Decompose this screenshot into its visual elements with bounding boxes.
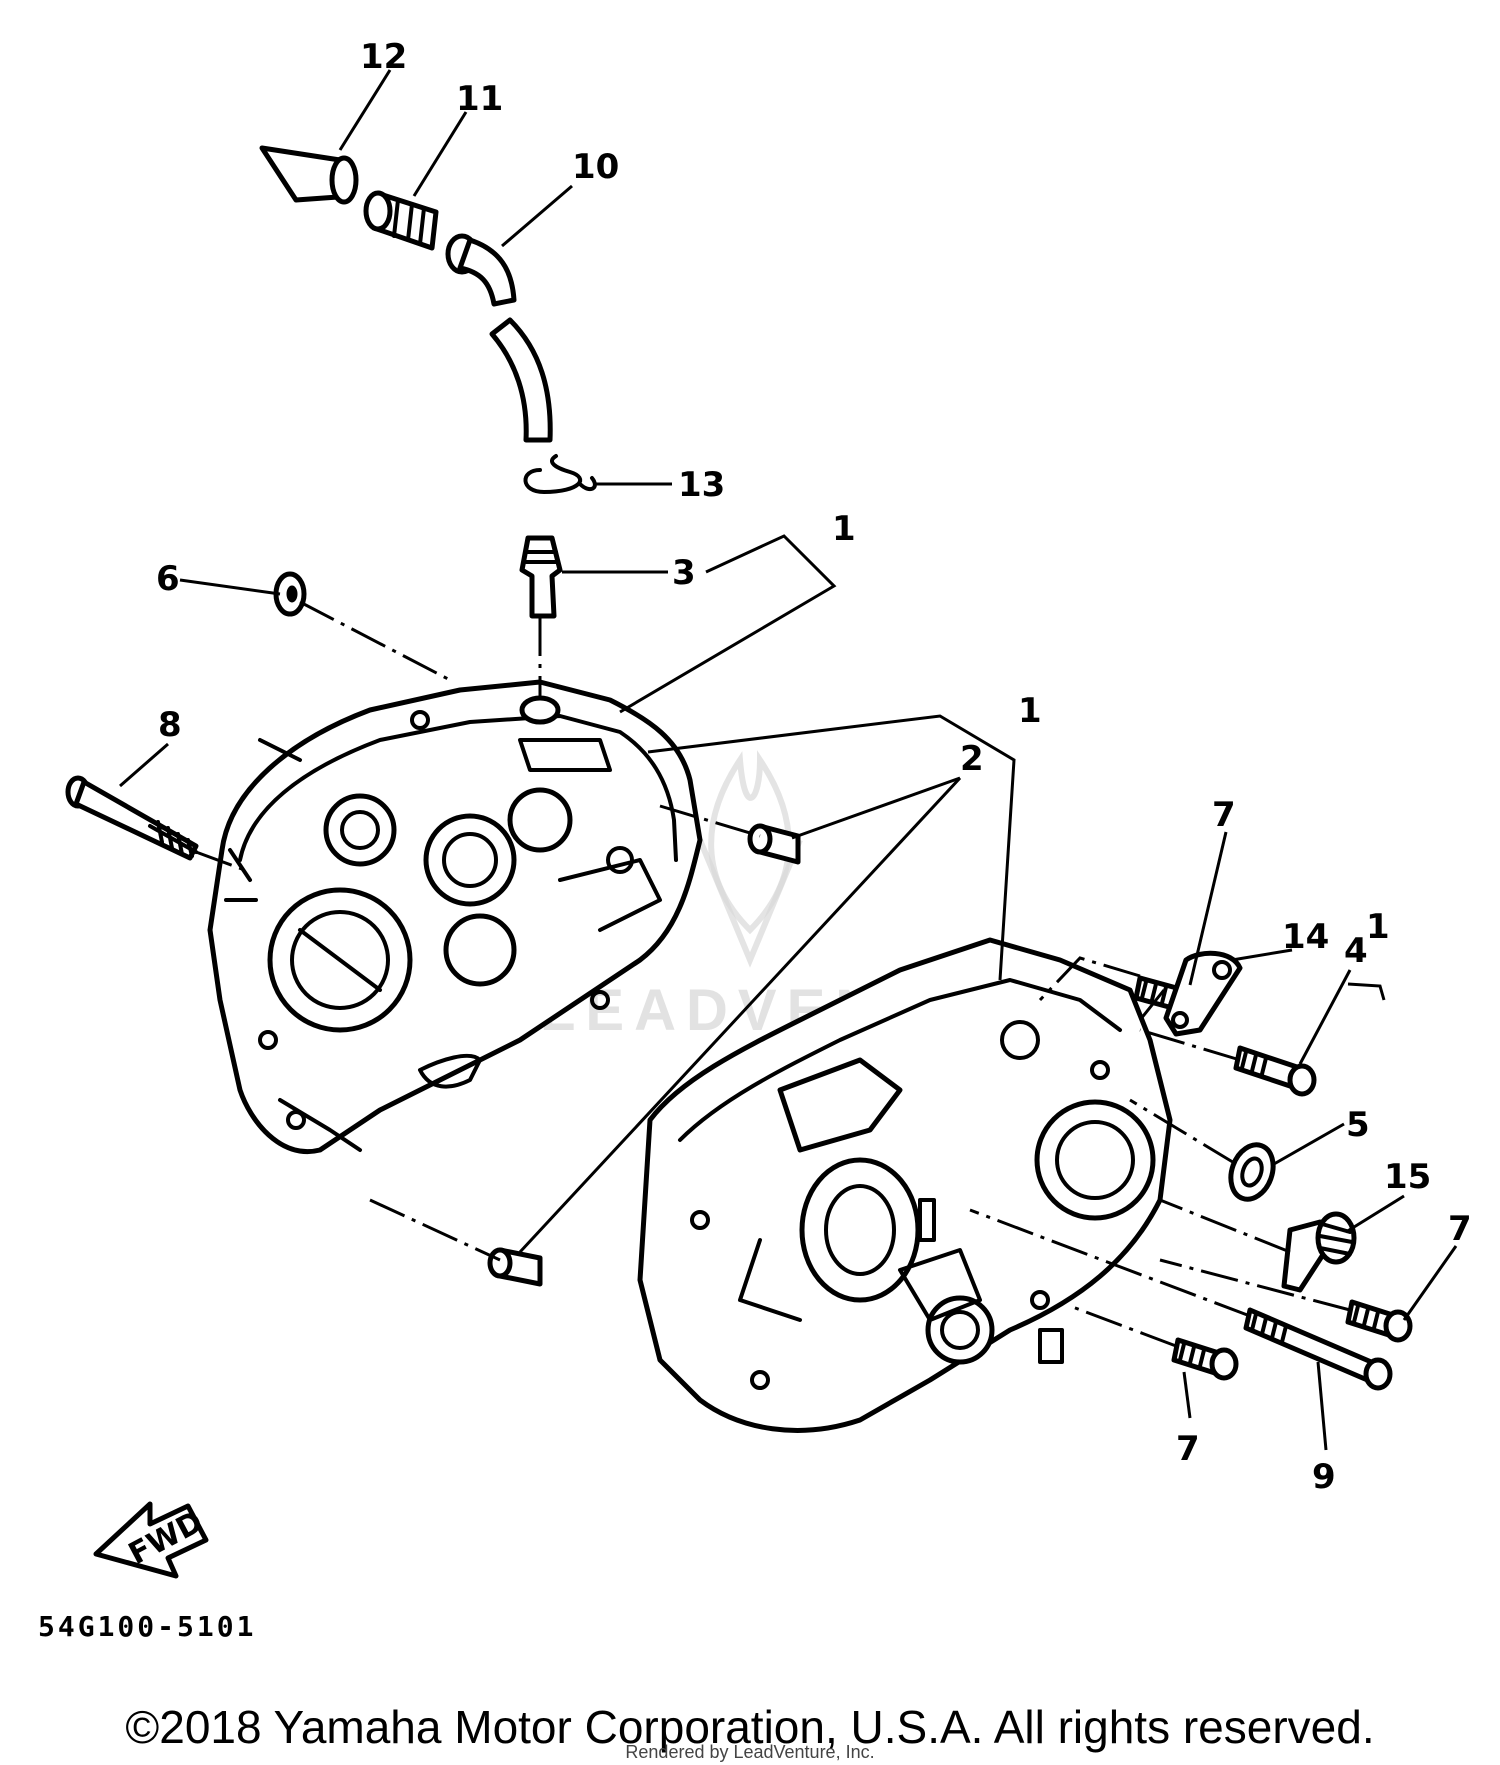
- callout-1-upper: 1: [832, 509, 856, 549]
- callout-labels: 12 11 10 13 3 1 6 8 1 2 7 14 1 4 5 15 7 …: [156, 37, 1472, 1497]
- part-4-bolt: [1233, 1045, 1317, 1097]
- part-7-bolt-right: [1345, 1299, 1413, 1343]
- callout-7-lower: 7: [1176, 1429, 1200, 1469]
- rendered-by-credit: Rendered by LeadVenture, Inc.: [625, 1742, 875, 1762]
- part-11-joint: [363, 190, 439, 251]
- leader-lines: [119, 69, 1458, 1451]
- callout-9: 9: [1312, 1457, 1336, 1497]
- callout-7-upper: 7: [1212, 795, 1236, 835]
- callout-4: 4: [1344, 931, 1368, 971]
- part-9-bolt: [1243, 1307, 1393, 1391]
- part-13-clip: [523, 454, 597, 494]
- part-3-nipple: [519, 535, 563, 619]
- part-2-dowel-pin-upper: [747, 823, 801, 865]
- callout-8: 8: [158, 705, 182, 745]
- forward-direction-arrow: FWD: [93, 1501, 209, 1579]
- part-14-plate: [1163, 950, 1243, 1037]
- callout-12: 12: [360, 37, 407, 77]
- part-5-oil-seal: [1228, 1142, 1276, 1202]
- callout-13: 13: [678, 465, 725, 505]
- part-10-breather-hose: [445, 233, 553, 443]
- callout-5: 5: [1346, 1105, 1370, 1145]
- callout-11: 11: [456, 79, 503, 119]
- part-2-dowel-pin-lower: [487, 1247, 543, 1287]
- part-12-cap: [259, 145, 359, 205]
- callout-15: 15: [1384, 1157, 1431, 1197]
- right-crankcase-half: [637, 937, 1173, 1433]
- callout-3: 3: [672, 553, 696, 593]
- callout-2: 2: [960, 739, 984, 779]
- part-7-bolt-lower: [1171, 1337, 1239, 1381]
- callout-6: 6: [156, 559, 180, 599]
- callout-14: 14: [1282, 917, 1329, 957]
- callout-7-right: 7: [1448, 1209, 1472, 1249]
- assembly-lines: [195, 600, 1351, 1348]
- left-crankcase-half: [207, 679, 703, 1154]
- part-15-bracket: [1281, 1211, 1357, 1293]
- part-8-bolt: [65, 775, 199, 861]
- copyright-notice: ©2018 Yamaha Motor Corporation, U.S.A. A…: [125, 1701, 1375, 1753]
- diagram-code: 54G100-5101: [38, 1610, 256, 1643]
- callout-1-right: 1: [1366, 907, 1390, 947]
- callout-1-middle: 1: [1018, 691, 1042, 731]
- callout-10: 10: [572, 147, 619, 187]
- part-6-oil-seal: [273, 571, 307, 617]
